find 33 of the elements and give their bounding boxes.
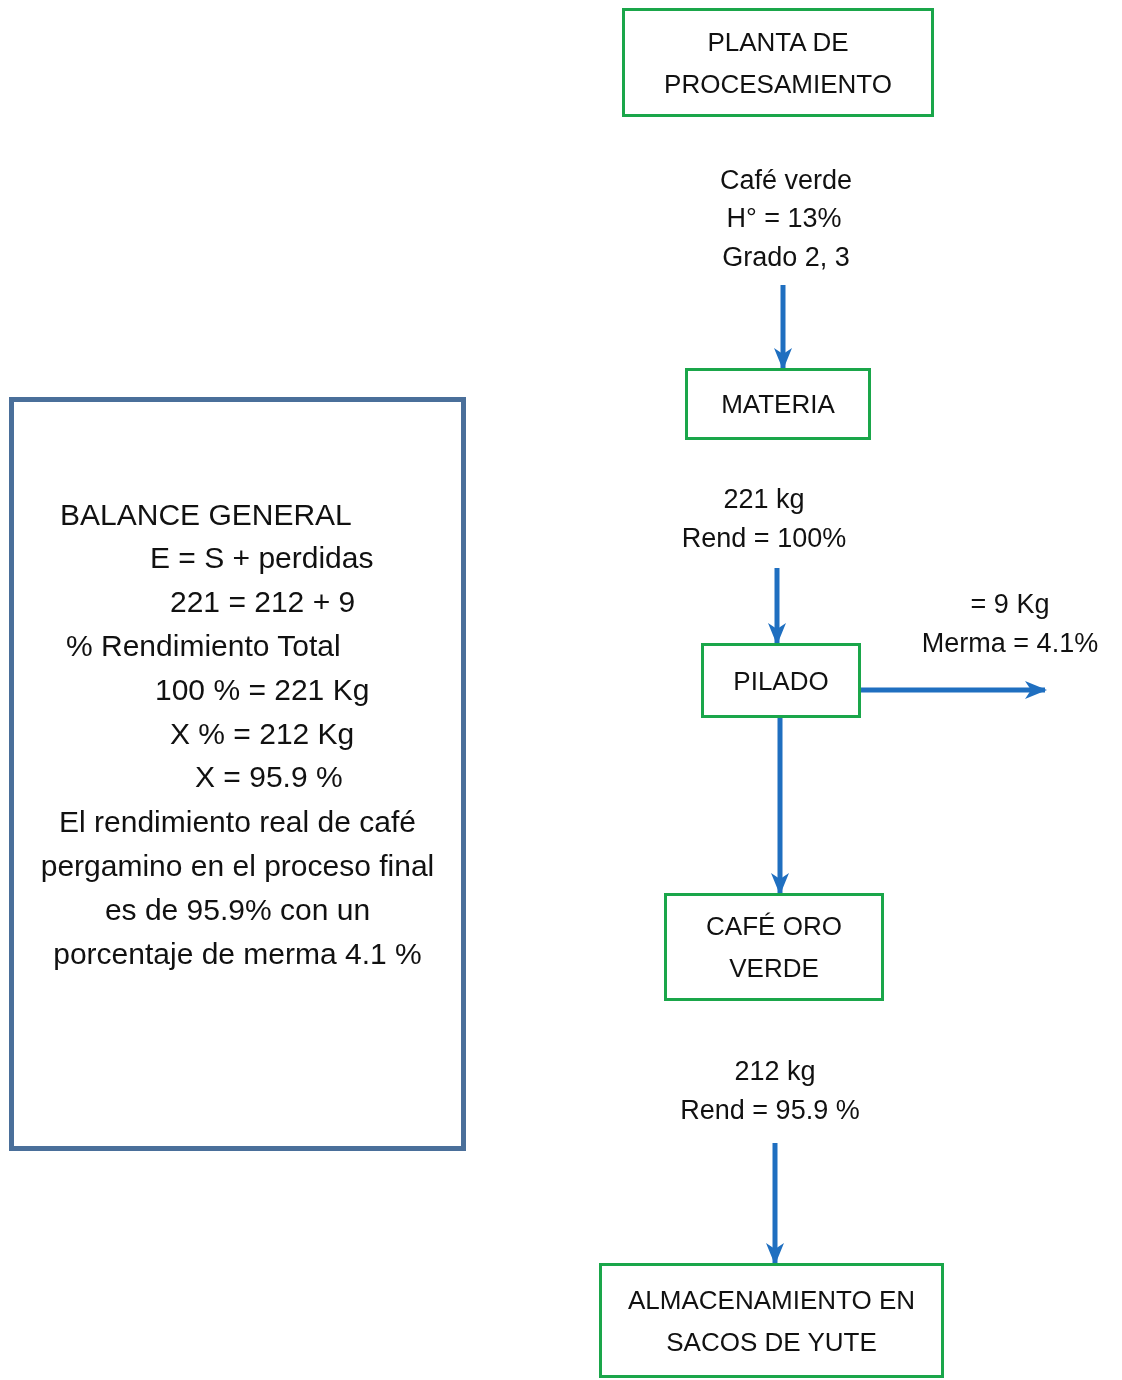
arrow <box>774 285 792 370</box>
flow-annotation: Rend = 100% <box>681 522 847 555</box>
balance-line: E = S + perdidas <box>150 540 374 576</box>
process-box <box>664 893 884 1001</box>
process-box <box>701 643 861 718</box>
balance-line: 100 % = 221 Kg <box>155 672 370 708</box>
flow-annotation: 221 kg <box>723 483 805 516</box>
flow-annotation: Café verde <box>719 164 853 197</box>
conclusion-text: El rendimiento real de café pergamino en el proceso final es de 95.9% con un porcentaje de merma 4.1 % <box>39 804 436 972</box>
arrow <box>771 718 789 895</box>
process-label: PILADO <box>733 664 829 698</box>
process-box <box>599 1263 944 1378</box>
process-box <box>622 8 934 117</box>
process-label: PLANTA DE PROCESAMIENTO <box>663 25 893 101</box>
balance-line: X % = 212 Kg <box>170 716 355 752</box>
process-label: CAFÉ ORO VERDE <box>705 910 843 985</box>
arrow <box>766 1143 784 1265</box>
summary-box <box>9 397 466 1151</box>
flow-annotation: H° = 13% <box>726 202 842 235</box>
arrow <box>768 568 786 645</box>
flow-annotation: Rend = 95.9 % <box>680 1094 860 1127</box>
balance-line: X = 95.9 % <box>195 759 343 795</box>
process-label: MATERIA <box>721 388 835 421</box>
balance-line: BALANCE GENERAL <box>60 497 352 533</box>
flow-annotation: Grado 2, 3 <box>722 241 850 274</box>
process-box <box>685 368 871 440</box>
process-label: ALMACENAMIENTO EN SACOS DE YUTE <box>627 1283 916 1359</box>
balance-line: % Rendimiento Total <box>66 628 341 664</box>
arrow <box>861 681 1047 699</box>
flow-annotation: 212 kg <box>734 1055 816 1088</box>
flow-annotation: = 9 Kg <box>970 588 1050 621</box>
balance-line: 221 = 212 + 9 <box>170 584 356 620</box>
flow-annotation: Merma = 4.1% <box>921 627 1099 660</box>
